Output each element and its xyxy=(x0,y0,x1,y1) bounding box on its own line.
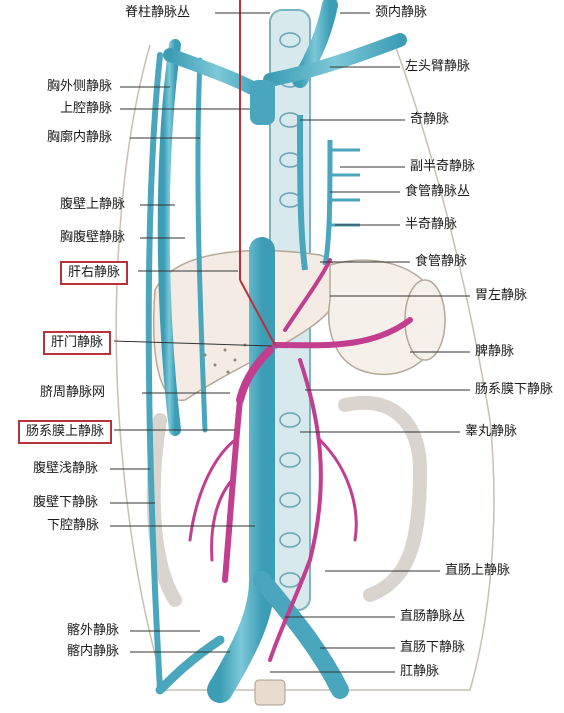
hemiazygos-vein xyxy=(325,140,330,265)
label-hepatic-portal-vein: 肝门静脉 xyxy=(43,331,111,355)
label-paraumbilical-venous-network: 脐周静脉网 xyxy=(40,385,105,401)
label-superficial-epigastric-vein: 腹壁浅静脉 xyxy=(33,461,98,477)
label-internal-thoracic-vein: 胸廓内静脉 xyxy=(47,130,112,146)
label-rectal-venous-plexus: 直肠静脉丛 xyxy=(400,609,465,625)
label-left-gastric-vein: 胃左静脉 xyxy=(475,288,527,304)
label-esophageal-venous-plexus: 食管静脉丛 xyxy=(405,184,470,200)
label-inferior-vena-cava: 下腔静脉 xyxy=(47,518,99,534)
label-hemiazygos-vein: 半奇静脉 xyxy=(405,217,457,233)
label-left-brachiocephalic-vein: 左头臂静脉 xyxy=(405,59,470,75)
label-lateral-thoracic-vein: 胸外侧静脉 xyxy=(47,79,112,95)
label-inferior-epigastric-vein: 腹壁下静脉 xyxy=(33,495,98,511)
label-thoracoepigastric-vein: 胸腹壁静脉 xyxy=(60,230,125,246)
label-testicular-vein: 睾丸静脉 xyxy=(465,424,517,440)
label-splenic-vein: 脾静脉 xyxy=(475,344,514,360)
superior-mesenteric-vein xyxy=(225,400,240,580)
label-internal-iliac-vein: 髂内静脉 xyxy=(67,644,119,660)
label-inferior-mesenteric-vein: 肠系膜下静脉 xyxy=(475,382,553,398)
label-inferior-rectal-vein: 直肠下静脉 xyxy=(400,640,465,656)
label-superior-epigastric-vein: 腹壁上静脉 xyxy=(60,197,125,213)
label-accessory-hemiazygos-vein: 副半奇静脉 xyxy=(410,159,475,175)
label-internal-jugular-vein: 颈内静脉 xyxy=(375,5,427,21)
azygos-tributaries xyxy=(330,150,360,225)
label-anal-vein: 肛静脉 xyxy=(400,664,439,680)
anal-canal xyxy=(255,680,285,705)
label-esophageal-vein: 食管静脉 xyxy=(415,254,467,270)
label-right-hepatic-vein: 肝右静脉 xyxy=(60,261,128,285)
label-superior-rectal-vein: 直肠上静脉 xyxy=(445,563,510,579)
label-superior-mesenteric-vein: 肠系膜上静脉 xyxy=(18,420,112,444)
label-vertebral-plexus: 脊柱静脉丛 xyxy=(125,5,190,21)
label-azygos-vein: 奇静脉 xyxy=(410,112,449,128)
superior-vena-cava xyxy=(250,80,275,125)
label-superior-vena-cava: 上腔静脉 xyxy=(60,101,112,117)
label-external-iliac-vein: 髂外静脉 xyxy=(67,623,119,639)
